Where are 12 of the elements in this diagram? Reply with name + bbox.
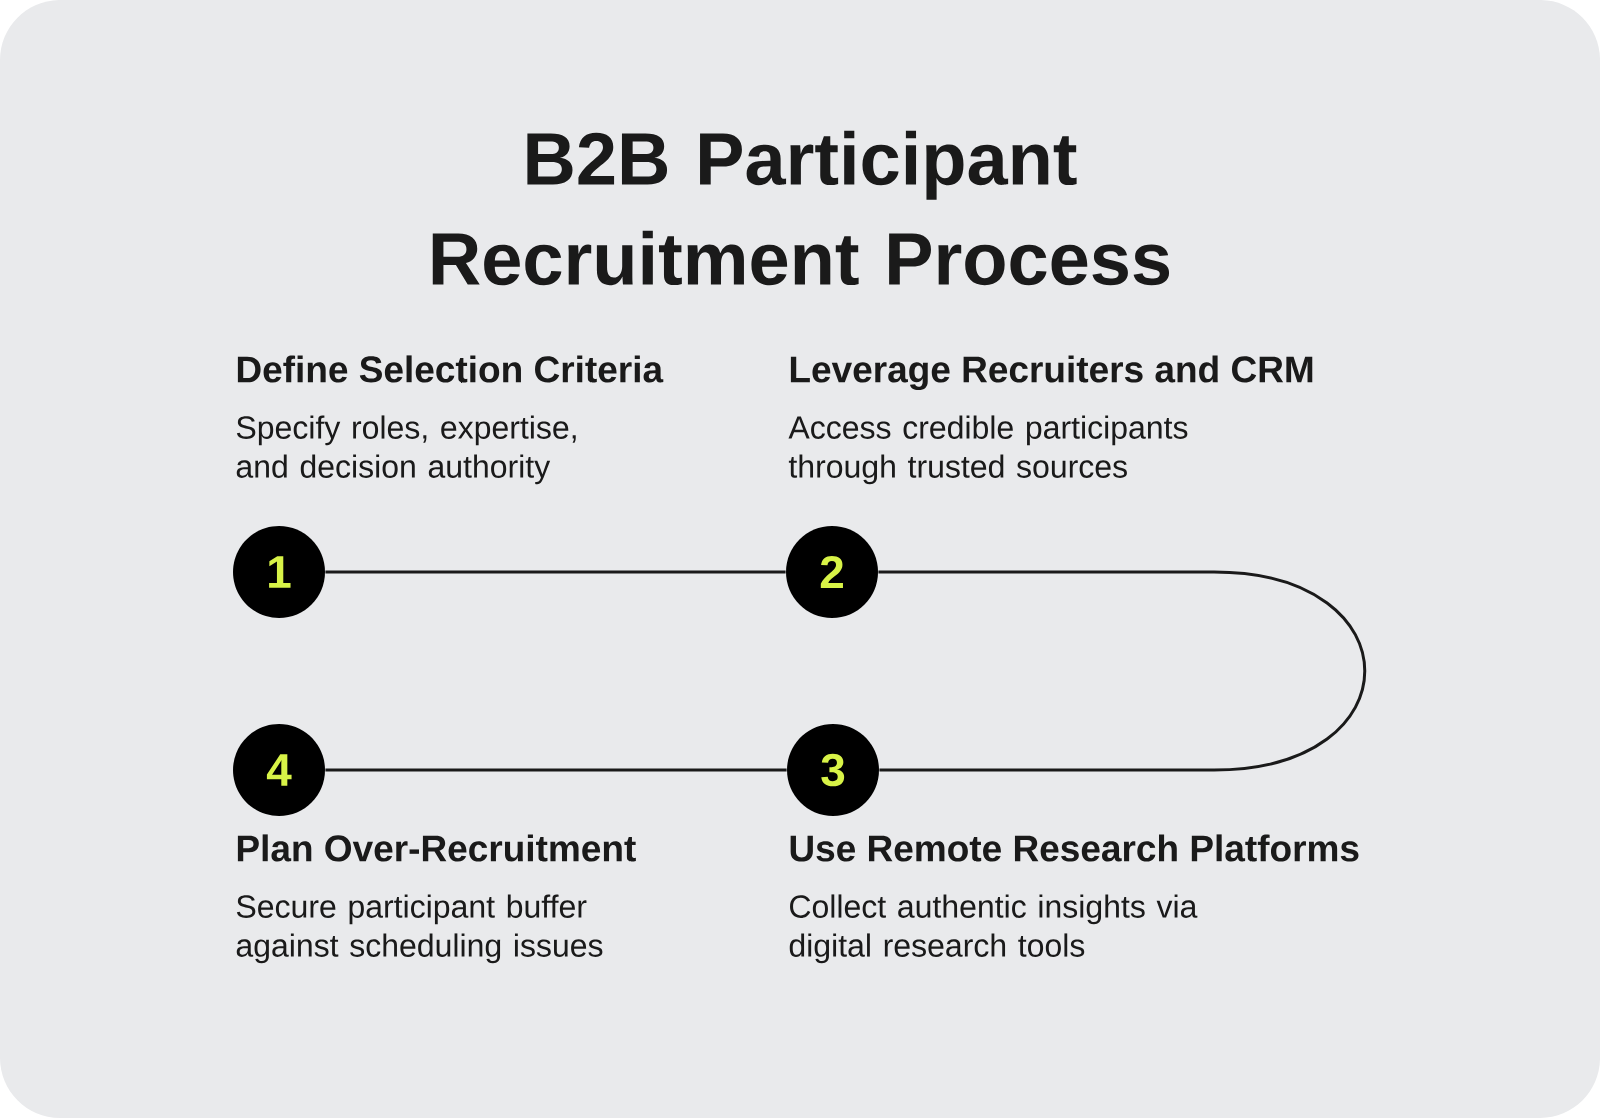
step-description: Secure participant buffer against scheduling issues [236,894,603,964]
connector-line [878,570,1366,772]
step-heading: Leverage Recruiters and CRM [790,355,1313,391]
step-description: Access credible participants through trusted sources [788,415,1188,485]
title: B2B Participant Recruitment Process [432,130,1170,286]
connector-line [325,570,786,574]
step-description: Specify roles, expertise, and decision authority [236,415,576,485]
step-heading: Use Remote Research Platforms [790,834,1359,862]
step-description: Collect authentic insights via digital research tools [789,894,1198,964]
step-heading: Plan Over-Recruitment [237,834,636,862]
connector-line [325,768,787,772]
step-heading: Define Selection Criteria [237,355,664,383]
